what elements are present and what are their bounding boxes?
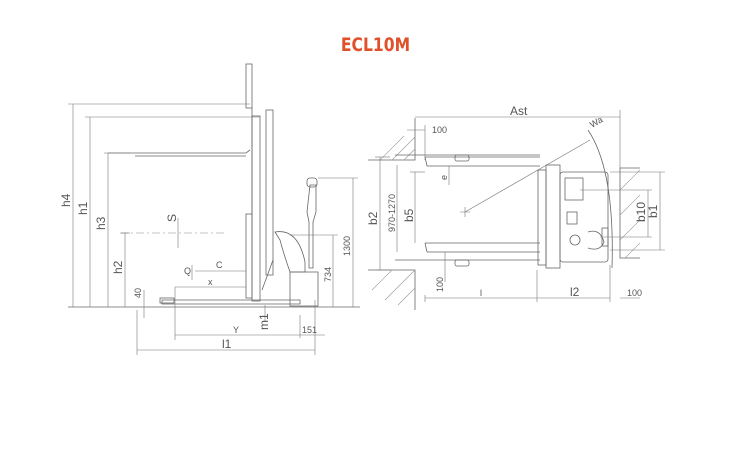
dim-734: 734	[323, 267, 333, 282]
dim-h2: h2	[111, 260, 125, 274]
dim-l1: l1	[222, 337, 232, 351]
dim-ast: Ast	[510, 104, 528, 118]
dim-clear-top: 100	[432, 125, 447, 135]
dim-b5: b5	[402, 208, 416, 222]
turning-radius	[464, 139, 591, 213]
dim-151: 151	[302, 325, 317, 335]
mast	[245, 63, 274, 302]
dim-e: e	[439, 175, 449, 180]
dim-l2: l2	[570, 285, 580, 299]
base-legs	[161, 299, 301, 305]
dim-clear-right: 100	[627, 288, 642, 298]
dim-m1: m1	[257, 313, 271, 330]
drive-unit	[289, 271, 319, 307]
dim-s: S	[165, 214, 179, 222]
dim-40: 40	[133, 288, 143, 298]
forks	[395, 154, 540, 267]
dim-q: Q	[184, 266, 191, 276]
dim-c: C	[216, 260, 223, 270]
turning-arc	[587, 129, 613, 269]
drawing-title: ECL10M	[340, 34, 411, 56]
body-cover	[274, 231, 306, 273]
dim-1300: 1300	[342, 236, 352, 256]
dim-l: l	[480, 288, 482, 298]
dim-b10: b10	[634, 202, 648, 222]
dim-y: Y	[233, 325, 239, 335]
dim-h4: h4	[59, 193, 73, 207]
side-view: h4 h1 h3 h2 S 40 Q C x Y 151 l1 m1 734 1…	[59, 63, 360, 355]
truck-body	[537, 164, 609, 269]
top-dimensions	[375, 110, 665, 302]
dim-b2: b2	[366, 211, 380, 225]
top-view: Ast Wa 100 100 100 b2 970-1270 b5 e l l2…	[366, 104, 665, 310]
wall-hatching	[368, 118, 641, 310]
dim-b1: b1	[646, 204, 660, 218]
dim-x: x	[208, 277, 213, 287]
dim-h1: h1	[76, 201, 90, 215]
raised-fork	[108, 149, 251, 157]
side-dimensions	[68, 103, 358, 355]
tiller-handle	[306, 184, 317, 269]
dim-h3: h3	[94, 216, 108, 230]
dim-clear-bottom: 100	[435, 277, 445, 292]
dim-970-1270: 970-1270	[387, 194, 397, 232]
